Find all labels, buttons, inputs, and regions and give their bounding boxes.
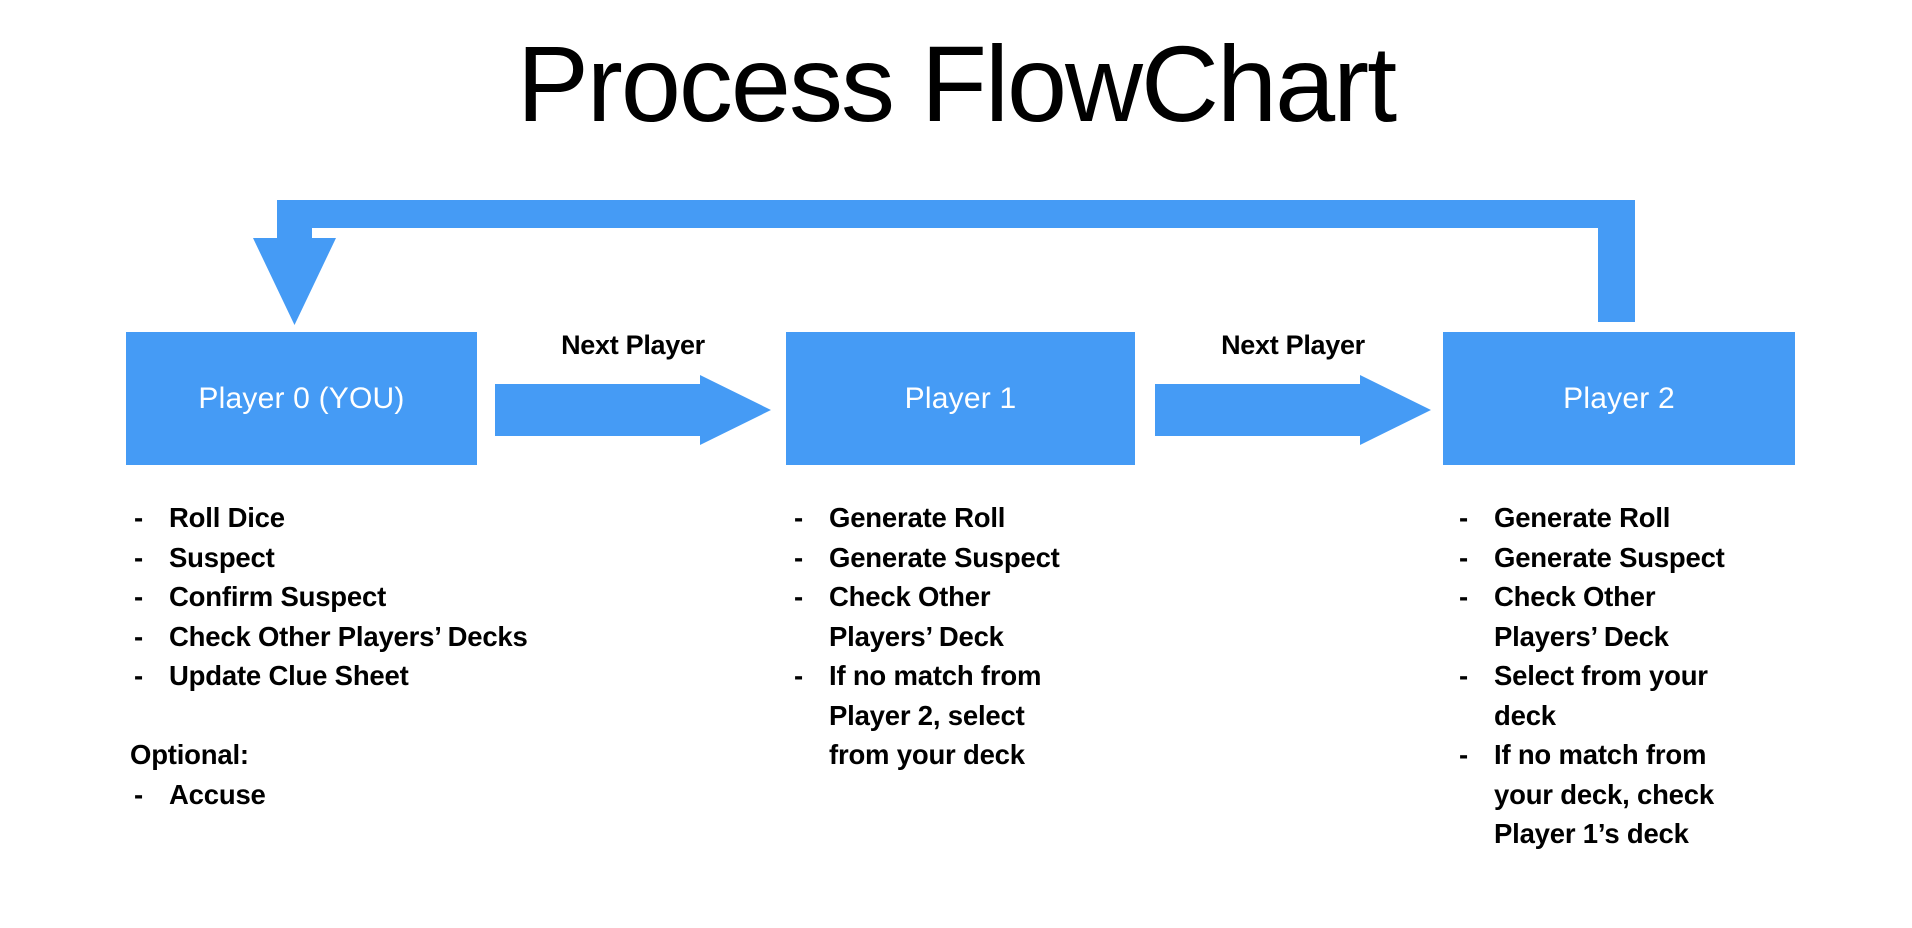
player-box-1-label: Player 1	[904, 381, 1017, 415]
transition-0-label: Next Player	[561, 330, 705, 360]
bullet-dash: -	[1459, 581, 1468, 612]
list-item-label: Generate Roll	[829, 502, 1006, 533]
arrow-right-icon	[495, 375, 771, 445]
list-item: - Generate Roll	[790, 498, 1090, 538]
bullet-dash: -	[1459, 541, 1468, 573]
page-title: Process FlowChart	[516, 23, 1397, 144]
task-list-player-1: - Generate Roll - Generate Suspect - Che…	[790, 498, 1090, 775]
bullet-dash: -	[134, 541, 143, 573]
list-item-label: Generate Suspect	[1494, 541, 1725, 573]
list-item: - Check Other Players’ Deck	[790, 577, 1090, 656]
bullet-dash: -	[794, 502, 803, 533]
list-item-label: Check Other Players’ Decks	[169, 620, 528, 652]
list-item: - If no match from your deck, check Play…	[1455, 735, 1765, 854]
player-box-1[interactable]: Player 1	[786, 332, 1135, 465]
player-box-0[interactable]: Player 0 (YOU)	[126, 332, 477, 465]
list-item-label: If no match from your deck, check Player…	[1494, 739, 1714, 849]
bullet-dash: -	[1459, 739, 1468, 770]
list-item-label: Select from your deck	[1494, 660, 1708, 731]
list-item-label: If no match from Player 2, select from y…	[829, 660, 1042, 770]
bullet-dash: -	[134, 778, 143, 810]
list-item-label: Confirm Suspect	[169, 581, 387, 612]
list-item-label: Roll Dice	[169, 502, 285, 533]
transition-player1-to-player2: Next Player	[1155, 330, 1431, 445]
list-item: - Confirm Suspect	[130, 577, 550, 617]
list-item-label: Accuse	[169, 778, 266, 810]
list-item: - Select from your deck	[1455, 656, 1765, 735]
list-item: - Roll Dice	[130, 498, 550, 538]
bullet-dash: -	[1459, 660, 1468, 691]
player-box-2[interactable]: Player 2	[1443, 332, 1795, 465]
list-item: - If no match from Player 2, select from…	[790, 656, 1090, 775]
list-item: - Generate Suspect	[1455, 538, 1765, 578]
transition-1-label: Next Player	[1221, 330, 1365, 360]
arrow-right-icon	[1155, 375, 1431, 445]
task-list-player-0: - Roll Dice - Suspect - Confirm Suspect …	[130, 498, 550, 814]
bullet-dash: -	[1459, 502, 1468, 533]
bullet-dash: -	[794, 581, 803, 612]
player-box-0-label: Player 0 (YOU)	[198, 381, 405, 415]
task-list-player-2: - Generate Roll - Generate Suspect - Che…	[1455, 498, 1765, 854]
bullet-dash: -	[134, 620, 143, 652]
list-item: - Update Clue Sheet	[130, 656, 550, 696]
list-item: - Check Other Players’ Deck	[1455, 577, 1765, 656]
list-item: - Generate Roll	[1455, 498, 1765, 538]
list-item: - Accuse	[130, 775, 550, 815]
list-item-label: Generate Roll	[1494, 502, 1671, 533]
list-item-label: Suspect	[169, 541, 275, 573]
list-item-label: Check Other Players’ Deck	[1494, 581, 1669, 652]
list-item: - Check Other Players’ Decks	[130, 617, 550, 657]
optional-heading: Optional:	[130, 739, 249, 770]
transition-player0-to-player1: Next Player	[495, 330, 771, 445]
player-box-2-label: Player 2	[1563, 381, 1675, 415]
bullet-dash: -	[134, 581, 143, 612]
list-item-label: Update Clue Sheet	[169, 660, 409, 691]
bullet-dash: -	[794, 660, 803, 691]
list-item: - Suspect	[130, 538, 550, 578]
bullet-dash: -	[134, 502, 143, 533]
list-item: - Generate Suspect	[790, 538, 1090, 578]
bullet-dash: -	[794, 541, 803, 573]
bullet-dash: -	[134, 660, 143, 691]
loop-back-arrow-icon	[253, 200, 1635, 325]
list-item-label: Check Other Players’ Deck	[829, 581, 1004, 652]
list-item-label: Generate Suspect	[829, 541, 1060, 573]
